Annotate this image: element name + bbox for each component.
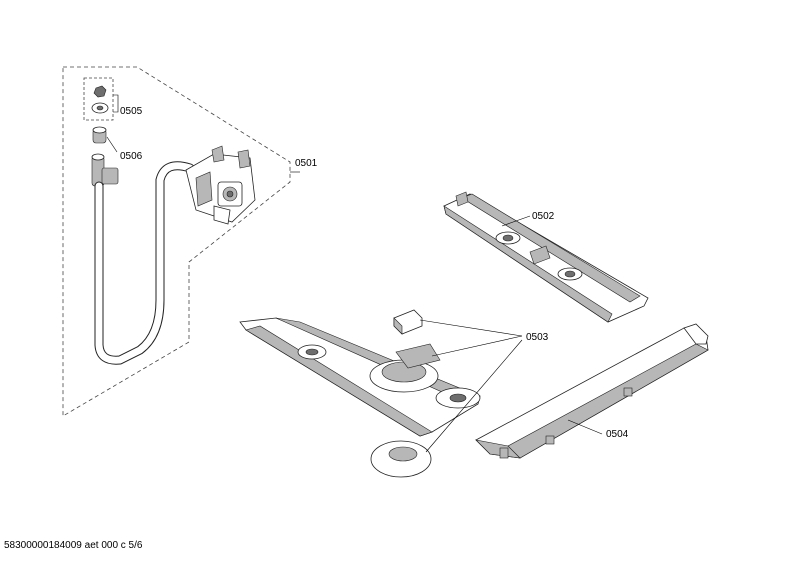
hose-connector bbox=[91, 153, 119, 187]
assembly-boundary-0505 bbox=[83, 77, 114, 121]
leader-0505 bbox=[113, 94, 119, 113]
callout-0506: 0506 bbox=[120, 151, 143, 162]
assembly-boundary-0501 bbox=[62, 66, 291, 417]
leader-0503-b bbox=[431, 335, 523, 357]
part-0505-nut-washer[interactable] bbox=[91, 85, 109, 114]
callout-0504: 0504 bbox=[606, 429, 629, 440]
part-0506-fitting[interactable] bbox=[92, 126, 107, 144]
callout-0501: 0501 bbox=[295, 158, 318, 169]
callout-0502: 0502 bbox=[532, 211, 555, 222]
part-0501-valve-assembly[interactable] bbox=[185, 145, 256, 225]
document-code: 58300000184009 aet 000 c 5/6 bbox=[4, 540, 143, 551]
leader-0506 bbox=[106, 136, 118, 153]
leader-0503-c bbox=[425, 339, 523, 453]
leader-0504 bbox=[567, 419, 603, 435]
part-0503-spray-arm-assembly[interactable] bbox=[239, 309, 481, 478]
leader-0502 bbox=[501, 215, 531, 227]
callout-0503: 0503 bbox=[526, 332, 549, 343]
leader-0503-a bbox=[419, 319, 523, 337]
inlet-hose bbox=[94, 161, 195, 365]
part-0504-channel-rail[interactable] bbox=[475, 323, 709, 459]
callout-0505: 0505 bbox=[120, 106, 143, 117]
part-0502-upper-rail[interactable] bbox=[443, 191, 649, 323]
